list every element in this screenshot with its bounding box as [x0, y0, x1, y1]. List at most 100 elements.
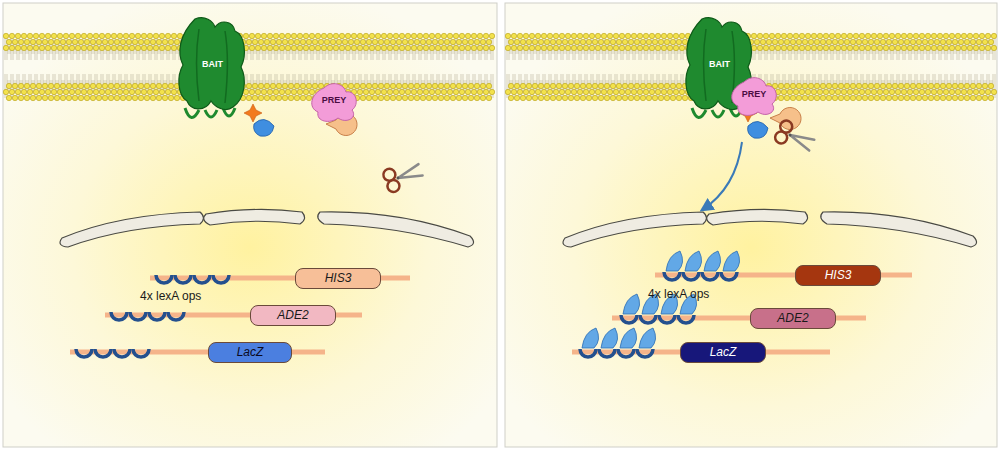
lipid-head: [54, 83, 59, 88]
lipid-head: [450, 39, 455, 44]
lipid-head: [333, 45, 338, 50]
lipid-head: [114, 83, 119, 88]
lipid-head: [78, 39, 83, 44]
lipid-head: [51, 33, 56, 38]
lipid-head: [480, 83, 485, 88]
lipid-head: [144, 83, 149, 88]
lipid-head: [456, 39, 461, 44]
lipid-head: [168, 39, 173, 44]
lipid-head: [402, 39, 407, 44]
lipid-head: [279, 33, 284, 38]
lipid-head: [150, 39, 155, 44]
lipid-head: [435, 45, 440, 50]
lipid-head: [96, 39, 101, 44]
lipid-head: [159, 89, 164, 94]
lipid-head: [90, 95, 95, 100]
lipid-head: [36, 39, 41, 44]
lipid-head: [426, 83, 431, 88]
lipid-head: [378, 95, 383, 100]
lipid-head: [276, 83, 281, 88]
lipid-head: [411, 33, 416, 38]
lipid-head: [465, 33, 470, 38]
lipid-head: [465, 45, 470, 50]
lipid-head: [84, 83, 89, 88]
lipid-head: [309, 45, 314, 50]
lipid-head: [156, 83, 161, 88]
nuclear-envelope: [60, 209, 474, 247]
lipid-head: [294, 39, 299, 44]
lipid-head: [453, 89, 458, 94]
lipid-head: [243, 89, 248, 94]
lipid-head: [39, 89, 44, 94]
lipid-head: [378, 83, 383, 88]
lipid-head: [306, 39, 311, 44]
lipid-head: [27, 33, 32, 38]
lipid-head: [120, 95, 125, 100]
lipid-head: [468, 39, 473, 44]
lipid-head: [105, 89, 110, 94]
lipid-head: [24, 39, 29, 44]
lipid-head: [453, 45, 458, 50]
lipid-head: [243, 33, 248, 38]
lipid-head: [156, 39, 161, 44]
lipid-head: [12, 95, 17, 100]
lipid-head: [429, 33, 434, 38]
lipid-head: [489, 45, 494, 50]
lipid-head: [81, 33, 86, 38]
lipid-head: [63, 45, 68, 50]
lipid-head: [123, 33, 128, 38]
lipid-head: [291, 33, 296, 38]
lipid-head: [6, 39, 11, 44]
lipid-head: [114, 39, 119, 44]
lipid-head: [357, 89, 362, 94]
lipid-head: [246, 39, 251, 44]
lipid-bilayer: [3, 33, 494, 100]
lipid-head: [258, 83, 263, 88]
lipid-head: [141, 45, 146, 50]
lipid-head: [21, 33, 26, 38]
lipid-head: [81, 45, 86, 50]
lipid-head: [129, 33, 134, 38]
lipid-head: [144, 95, 149, 100]
lipid-head: [165, 33, 170, 38]
lipid-head: [303, 33, 308, 38]
lipid-head: [363, 89, 368, 94]
lipid-head: [63, 89, 68, 94]
lipid-head: [420, 39, 425, 44]
lipid-head: [312, 83, 317, 88]
lipid-head: [414, 95, 419, 100]
lipid-head: [339, 45, 344, 50]
lipid-head: [276, 39, 281, 44]
lipid-head: [159, 45, 164, 50]
lipid-head: [444, 95, 449, 100]
lipid-head: [348, 39, 353, 44]
lipid-head: [258, 95, 263, 100]
lipid-head: [279, 89, 284, 94]
envelope-piece: [318, 212, 474, 247]
lipid-head: [87, 33, 92, 38]
lipid-head: [21, 89, 26, 94]
lipid-head: [102, 83, 107, 88]
lipid-head: [471, 33, 476, 38]
lipid-head: [165, 89, 170, 94]
lipid-head: [315, 45, 320, 50]
lipid-head: [321, 45, 326, 50]
lipid-head: [375, 89, 380, 94]
lipid-head: [285, 33, 290, 38]
lipid-head: [27, 45, 32, 50]
lipid-head: [3, 33, 8, 38]
lipid-head: [486, 39, 491, 44]
lipid-head: [402, 83, 407, 88]
lipid-head: [462, 83, 467, 88]
lipid-head: [369, 89, 374, 94]
lipid-head: [408, 95, 413, 100]
lipid-head: [375, 45, 380, 50]
envelope-piece: [204, 209, 305, 225]
lipid-head: [342, 39, 347, 44]
lipid-head: [399, 45, 404, 50]
lipid-head: [288, 83, 293, 88]
lipid-head: [69, 45, 74, 50]
lipid-head: [396, 83, 401, 88]
lipid-head: [378, 39, 383, 44]
